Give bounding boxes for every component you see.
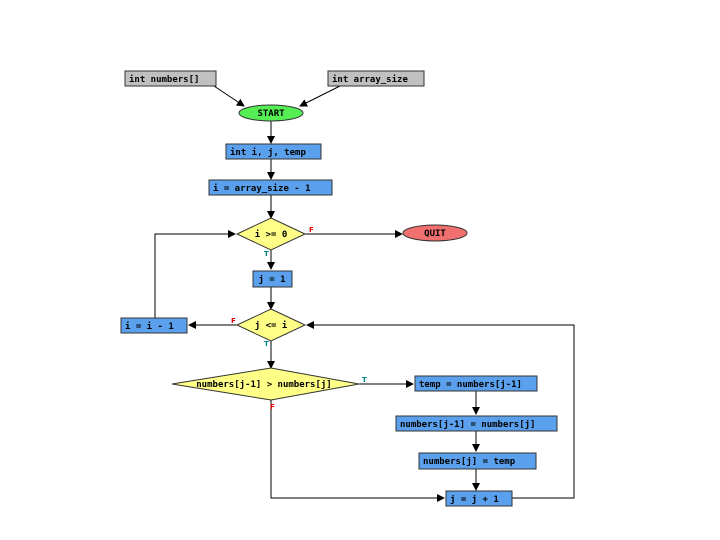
inc-j-box bbox=[445, 490, 513, 507]
compare-decision-label: numbers[j-1] > numbers[j] bbox=[196, 379, 331, 390]
swap3-label: numbers[j] = temp bbox=[423, 456, 516, 467]
compare-true-flag: T bbox=[362, 376, 367, 384]
dec-i-node: i = i - 1 bbox=[120, 317, 188, 334]
swap2-box bbox=[395, 415, 558, 432]
start-label: START bbox=[257, 109, 285, 119]
swap1-label: temp = numbers[j-1] bbox=[419, 379, 522, 390]
edge-arraysize-to-start bbox=[299, 85, 341, 107]
inner-decision-diamond bbox=[235, 308, 307, 342]
input-arraysize-label: int array_size bbox=[332, 74, 408, 85]
input-numbers-box bbox=[124, 70, 217, 87]
compare-decision-node: numbers[j-1] > numbers[j] T F bbox=[171, 367, 367, 411]
init-i-node: i = array_size - 1 bbox=[208, 179, 333, 196]
declare-label: int i, j, temp bbox=[230, 147, 306, 158]
swap2-label: numbers[j-1] = numbers[j] bbox=[400, 419, 535, 430]
inner-decision-node: j <= i F T bbox=[231, 308, 307, 348]
edge-inc-j-loop-to-inner bbox=[306, 321, 575, 499]
outer-true-flag: T bbox=[264, 250, 269, 258]
inner-decision-label: j <= i bbox=[255, 320, 288, 331]
input-numbers-label: int numbers[] bbox=[129, 74, 199, 85]
init-j-box bbox=[252, 270, 293, 288]
outer-decision-label: i >= 0 bbox=[255, 229, 288, 240]
inc-j-node: j = j + 1 bbox=[445, 490, 513, 507]
dec-i-box bbox=[120, 317, 188, 334]
input-arraysize-node: int array_size bbox=[327, 70, 425, 87]
quit-node: QUIT bbox=[402, 224, 468, 242]
init-j-label: j = 1 bbox=[258, 274, 285, 285]
swap1-box bbox=[414, 375, 538, 392]
inc-j-label: j = j + 1 bbox=[450, 494, 499, 505]
swap3-box bbox=[418, 452, 537, 470]
inner-false-flag: F bbox=[231, 317, 236, 325]
outer-false-flag: F bbox=[309, 226, 314, 234]
inner-true-flag: T bbox=[264, 340, 269, 348]
start-node: START bbox=[238, 104, 304, 122]
edge-numbers-to-start bbox=[213, 85, 245, 107]
edges bbox=[154, 85, 575, 502]
quit-label: QUIT bbox=[424, 229, 446, 239]
init-i-box bbox=[208, 179, 333, 196]
edge-compare-false-to-inc-j bbox=[270, 400, 445, 502]
swap2-node: numbers[j-1] = numbers[j] bbox=[395, 415, 558, 432]
outer-decision-node: i >= 0 F T bbox=[235, 217, 314, 258]
input-numbers-node: int numbers[] bbox=[124, 70, 217, 87]
swap3-node: numbers[j] = temp bbox=[418, 452, 537, 470]
declare-box bbox=[225, 143, 322, 160]
compare-decision-diamond bbox=[171, 367, 360, 401]
outer-decision-diamond bbox=[235, 217, 307, 251]
edge-dec-i-loop-to-outer bbox=[154, 230, 236, 318]
declare-node: int i, j, temp bbox=[225, 143, 322, 160]
init-j-node: j = 1 bbox=[252, 270, 293, 288]
input-arraysize-box bbox=[327, 70, 425, 87]
init-i-label: i = array_size - 1 bbox=[213, 183, 311, 194]
dec-i-label: i = i - 1 bbox=[125, 321, 174, 332]
compare-false-flag: F bbox=[270, 403, 275, 411]
swap1-node: temp = numbers[j-1] bbox=[414, 375, 538, 392]
quit-ellipse bbox=[402, 224, 468, 242]
start-ellipse bbox=[238, 104, 304, 122]
